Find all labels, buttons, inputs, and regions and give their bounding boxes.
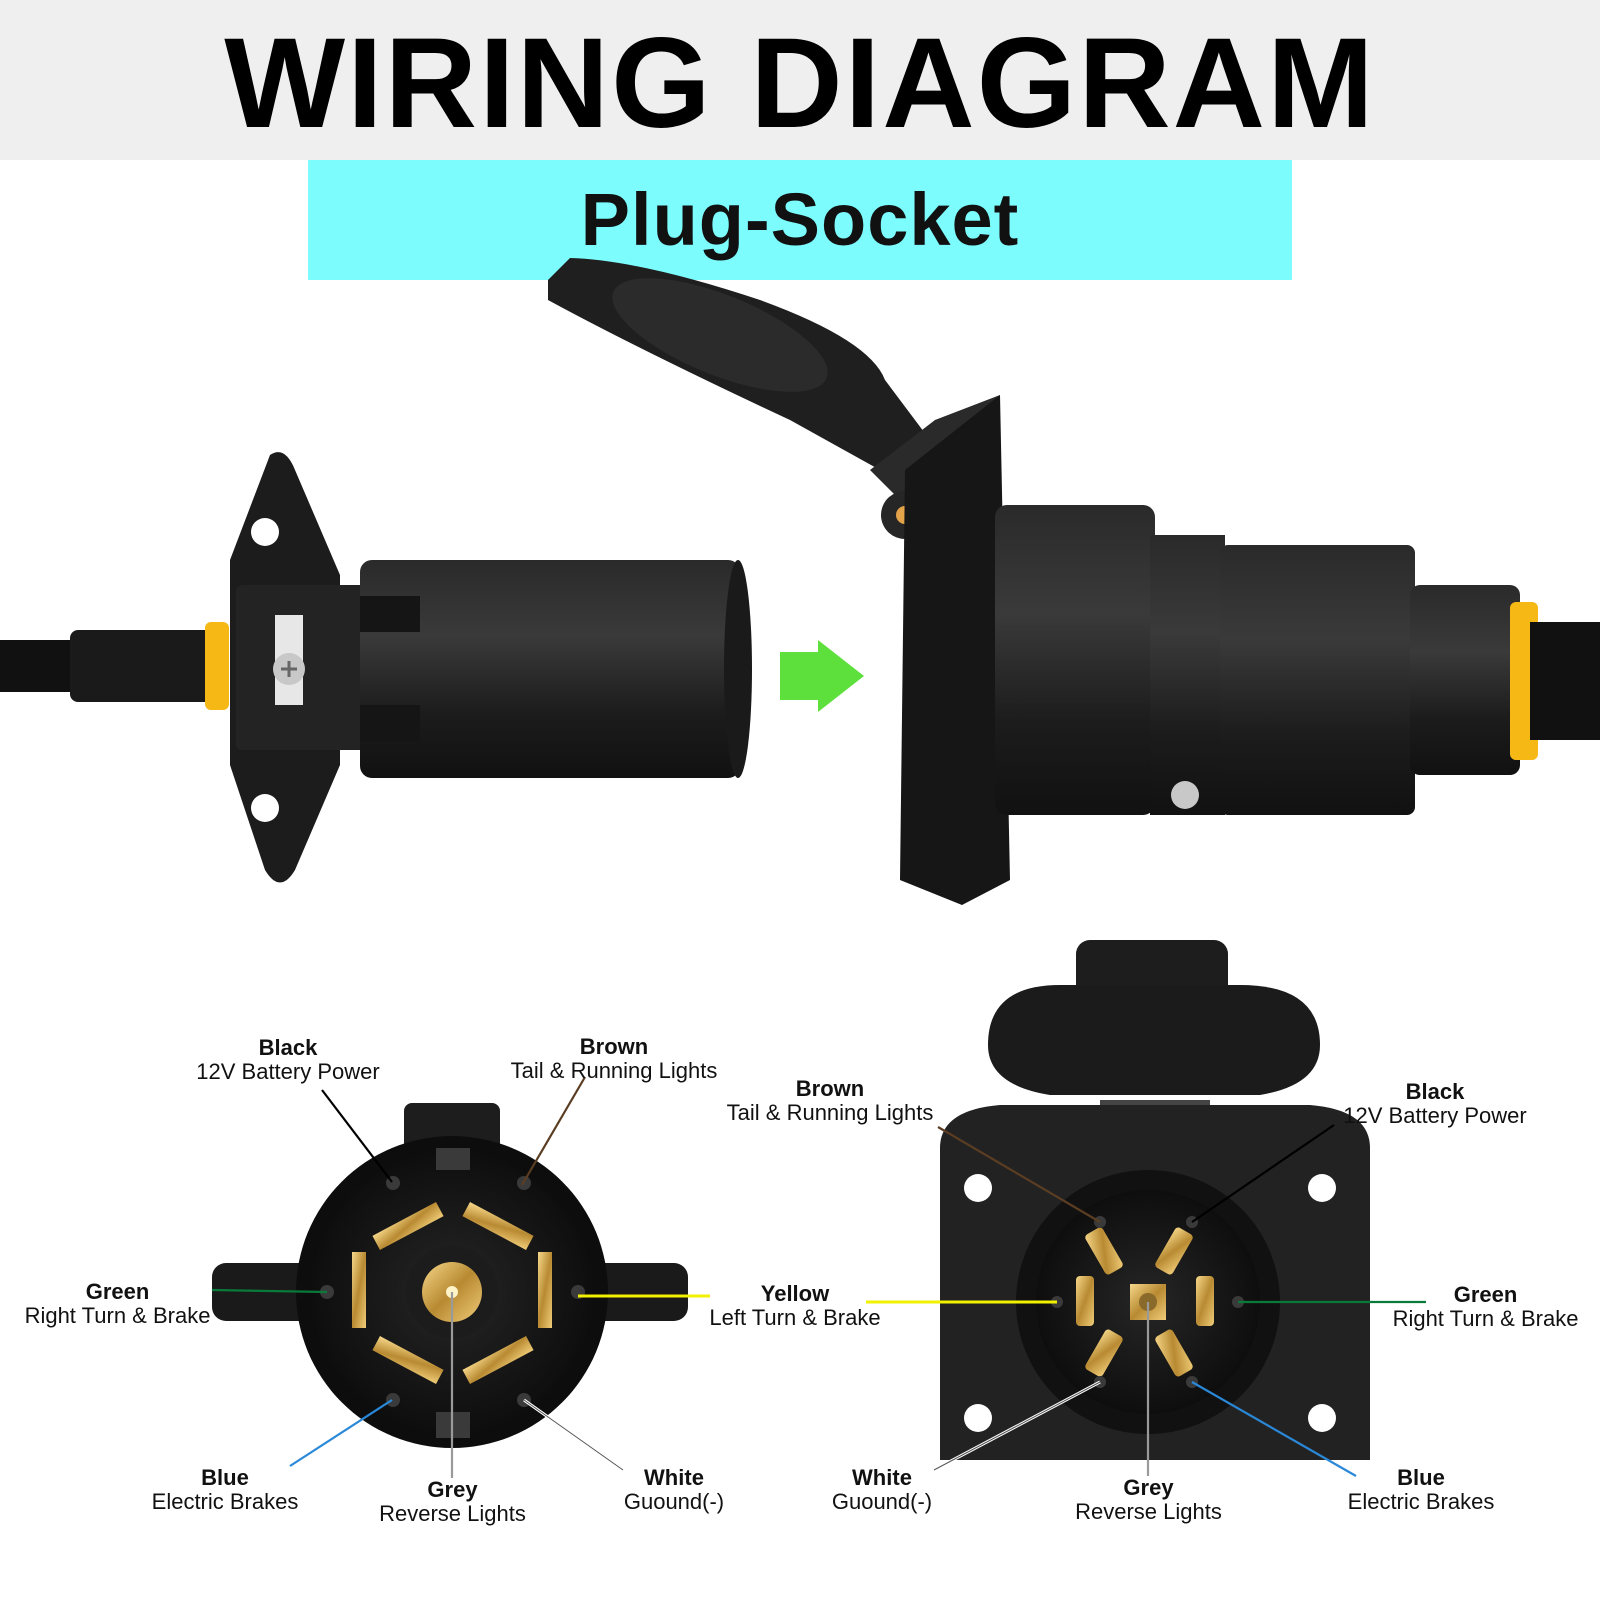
title-band bbox=[0, 0, 1600, 160]
page-subtitle: Plug-Socket bbox=[580, 178, 1020, 261]
arrow-right-icon bbox=[780, 640, 864, 712]
plug-photo bbox=[0, 452, 752, 883]
page-title: WIRING DIAGRAM bbox=[224, 12, 1376, 155]
plug-face bbox=[212, 1103, 688, 1448]
socket-face bbox=[940, 940, 1370, 1460]
plug-leader-lines bbox=[211, 1076, 710, 1478]
socket-leader-lines bbox=[866, 1124, 1426, 1477]
subtitle-band bbox=[308, 160, 1292, 280]
socket-photo bbox=[548, 258, 1600, 905]
